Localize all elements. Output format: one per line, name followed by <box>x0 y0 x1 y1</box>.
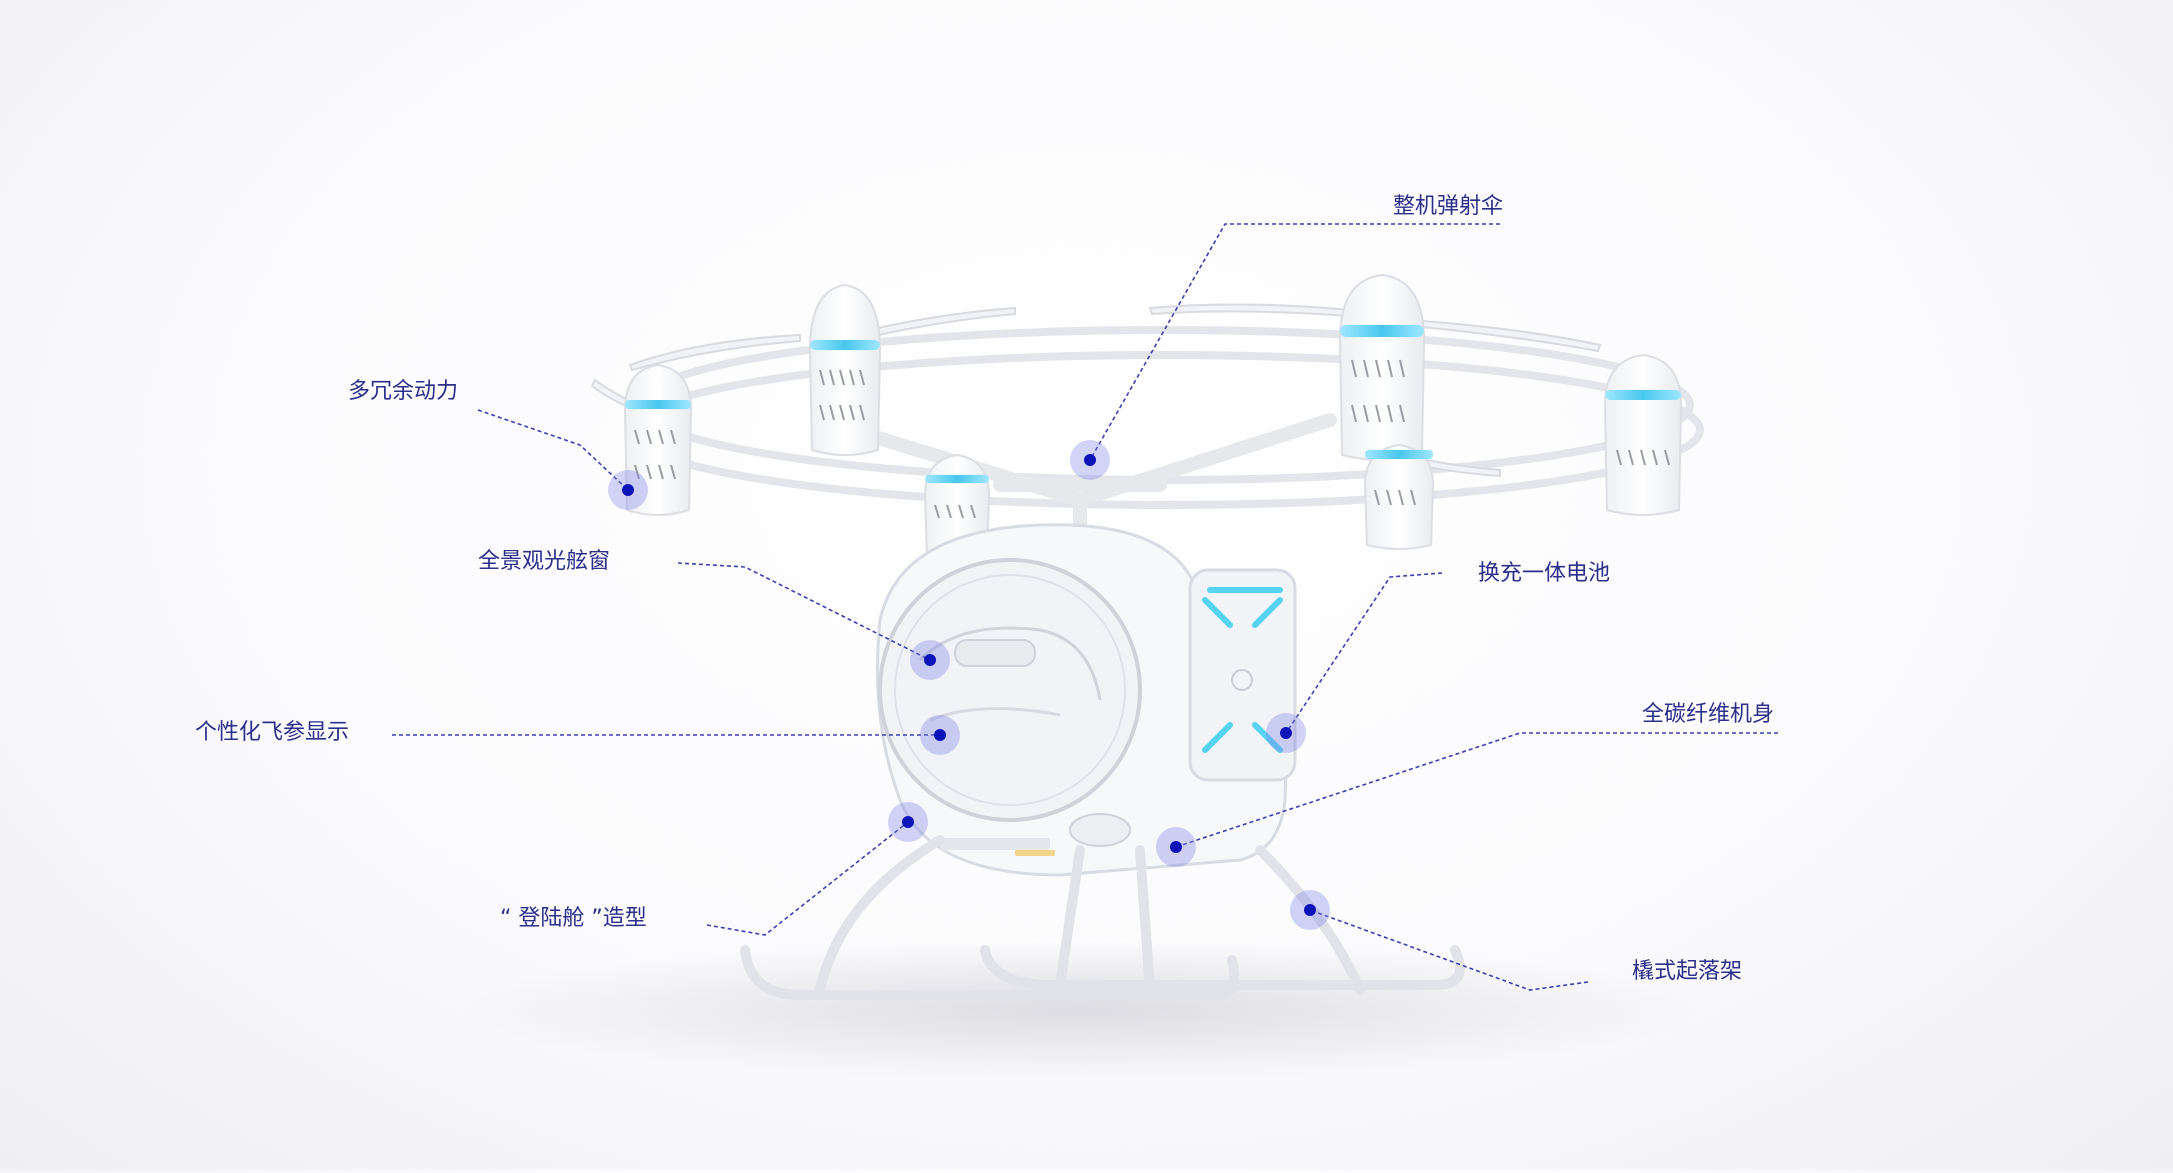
callout-label-swappable-battery: 换充一体电池 <box>1478 561 1611 586</box>
callout-label-redundant-power: 多冗余动力 <box>348 379 459 404</box>
ground-shadow <box>460 940 1700 1080</box>
rotor-pod <box>1603 353 1683 516</box>
leader-line <box>477 409 629 491</box>
fuselage <box>876 523 1297 877</box>
rotor-pod <box>1363 443 1435 550</box>
leader-line <box>706 821 909 936</box>
hotspot-flight-display[interactable] <box>920 715 960 755</box>
skid-landing-gear <box>740 835 1465 1000</box>
callout-label-skid-landing-gear: 橇式起落架 <box>1632 959 1743 984</box>
hotspot-panoramic-cabin-window[interactable] <box>910 640 950 680</box>
leader-line <box>1089 223 1500 461</box>
rotor-pod <box>623 363 693 516</box>
leader-line <box>1175 732 1778 848</box>
hotspot-carbon-body[interactable] <box>1156 827 1196 867</box>
callout-label-panoramic-cabin-window: 全景观光舷窗 <box>478 549 611 574</box>
hotspot-swappable-battery[interactable] <box>1266 713 1306 753</box>
hotspot-skid-landing-gear[interactable] <box>1290 890 1330 930</box>
leader-line <box>677 562 931 661</box>
hotspot-lander-shape[interactable] <box>888 802 928 842</box>
hotspots <box>608 440 1330 930</box>
hotspot-parachute[interactable] <box>1070 440 1110 480</box>
leader-lines <box>392 223 1778 991</box>
rotor-pods <box>623 273 1683 560</box>
leader-line <box>1309 909 1589 991</box>
battery-panel <box>1188 568 1297 782</box>
rotor-pod <box>1338 273 1426 461</box>
leader-line <box>1285 572 1443 734</box>
callout-label-carbon-body: 全碳纤维机身 <box>1642 702 1775 727</box>
callout-label-lander-shape: “ 登陆舱 ”造型 <box>500 906 647 931</box>
hotspot-redundant-power[interactable] <box>608 470 648 510</box>
panoramic-window <box>878 558 1142 822</box>
callout-label-flight-display: 个性化飞参显示 <box>195 720 350 745</box>
callout-label-parachute: 整机弹射伞 <box>1393 194 1504 219</box>
rotor-pod <box>808 283 882 456</box>
